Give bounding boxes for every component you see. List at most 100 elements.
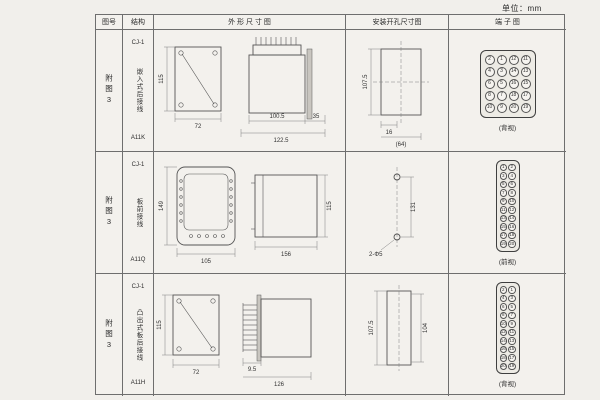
terminal-pin: 4 — [484, 66, 495, 77]
terminal-pin: 20 — [499, 362, 507, 370]
terminal-pin: 6 — [499, 303, 507, 311]
dim-height-outer: 107.5 — [369, 320, 375, 336]
terminal-pin: 1 — [496, 54, 507, 65]
terminal-pin: 15 — [499, 223, 507, 231]
terminal-view-label: (背视) — [498, 124, 517, 132]
terminal-pin: 7 — [499, 189, 507, 197]
terminal-pin: 16 — [499, 345, 507, 353]
terminal-pin: 18 — [508, 231, 516, 239]
terminal-pin: 11 — [499, 206, 507, 214]
terminal-pin: 11 — [508, 328, 516, 336]
terminal-pin: 12 — [499, 328, 507, 336]
front-view — [172, 294, 219, 356]
header-structure: 结构 — [123, 15, 154, 30]
dim-side-height: 115 — [327, 200, 333, 210]
terminal-pin: 2 — [499, 286, 507, 294]
dim-hole-pitch: 16 — [385, 130, 392, 136]
terminal-pin: 14 — [499, 337, 507, 345]
terminal-pin: 4 — [508, 172, 516, 180]
dim-front-height: 115 — [157, 320, 163, 330]
outline-svg-row3: 115 72 9.5 126 — [157, 294, 311, 388]
side-view — [248, 36, 312, 119]
terminal-pin: 9 — [499, 197, 507, 205]
terminal-pin: 2 — [508, 163, 516, 171]
terminal-pin: 6 — [508, 180, 516, 188]
terminal-pin: 3 — [499, 172, 507, 180]
structure-desc: 凸出式板后接线 — [135, 308, 142, 362]
header-fig-no: 图号 — [96, 15, 123, 30]
outline-drawing-row2: 149 105 156 115 — [154, 152, 346, 274]
header-mounting: 安装开孔尺寸图 — [346, 15, 449, 30]
dim-depth: 126 — [273, 382, 284, 388]
front-view — [176, 166, 235, 245]
dim-pin-length: 9.5 — [247, 367, 256, 373]
terminal-view-label: (前视) — [498, 258, 517, 266]
holes-label: 2-Φ5 — [369, 252, 383, 258]
terminal-pin: 20 — [508, 102, 519, 113]
terminal-pin: 9 — [508, 320, 516, 328]
dim-depth-a: 100.5 — [269, 114, 285, 120]
terminal-pin: 19 — [508, 362, 516, 370]
model-label: CJ-1 — [131, 40, 145, 46]
terminal-pin: 10 — [499, 320, 507, 328]
terminal-pin: 11 — [520, 54, 531, 65]
structure-code: A11Q — [130, 257, 146, 263]
terminal-pin: 4 — [499, 294, 507, 302]
structure-row1: CJ-1 嵌入式后接线 A11K — [123, 30, 154, 152]
dim-front-width: 72 — [194, 124, 201, 130]
outline-drawing-row1: 115 72 100.5 35 122.5 — [154, 30, 346, 152]
terminal-pin: 3 — [508, 294, 516, 302]
mounting-svg-row1: 107.5 16 (64) — [363, 40, 429, 148]
outline-drawing-row3: 115 72 9.5 126 — [154, 274, 346, 396]
unit-label: 单位：mm — [502, 4, 542, 13]
dim-overall-width: (64) — [395, 142, 406, 148]
model-label: CJ-1 — [131, 284, 145, 290]
terminal-pin: 13 — [520, 66, 531, 77]
dim-panel: 35 — [312, 114, 319, 120]
dim-cutout-height: 107.5 — [363, 73, 369, 89]
dim-depth-b: 122.5 — [273, 138, 289, 144]
dim-depth: 156 — [280, 252, 291, 258]
terminal-pin: 16 — [508, 78, 519, 89]
terminal-pin: 19 — [499, 240, 507, 248]
terminal-pin: 15 — [520, 78, 531, 89]
terminal-pin: 14 — [508, 214, 516, 222]
outline-svg-row1: 115 72 100.5 35 122.5 — [159, 36, 325, 144]
mounting-svg-row2: 131 2-Φ5 — [369, 166, 417, 258]
terminal-view-label: (背视) — [498, 381, 517, 388]
terminal-pin: 17 — [520, 90, 531, 101]
terminal-pin: 17 — [508, 354, 516, 362]
dim-hole-pitch: 131 — [411, 201, 417, 212]
terminal-pin: 7 — [496, 90, 507, 101]
terminal-pin: 8 — [484, 90, 495, 101]
terminal-pin: 16 — [508, 223, 516, 231]
terminal-pin: 17 — [499, 231, 507, 239]
terminal-pin: 6 — [484, 78, 495, 89]
terminal-pin: 9 — [496, 102, 507, 113]
terminal-pin: 12 — [508, 206, 516, 214]
dim-front-width: 72 — [192, 370, 199, 376]
terminal-pin: 5 — [496, 78, 507, 89]
terminal-pin: 10 — [508, 197, 516, 205]
spec-table: 图号 结构 外 形 尺 寸 图 安装开孔尺寸图 端 子 图 附图3 CJ-1 嵌… — [95, 14, 566, 396]
terminal-pin: 5 — [499, 180, 507, 188]
terminal-pin: 1 — [508, 286, 516, 294]
outline-svg-row2: 149 105 156 115 — [159, 166, 333, 265]
terminal-pin: 3 — [496, 66, 507, 77]
terminal-pin: 13 — [499, 214, 507, 222]
side-view — [242, 294, 311, 362]
mounting-drawing-row3: 107.5 104 — [346, 274, 449, 396]
terminal-pin: 8 — [508, 189, 516, 197]
header-outline: 外 形 尺 寸 图 — [154, 15, 346, 30]
terminal-pin: 2 — [484, 54, 495, 65]
terminal-pin: 20 — [508, 240, 516, 248]
terminal-pin: 15 — [508, 345, 516, 353]
fig-no-row1: 附图3 — [96, 30, 123, 152]
terminal-pin: 14 — [508, 66, 519, 77]
structure-code: A11K — [130, 135, 146, 141]
structure-row3: CJ-1 凸出式板后接线 A11H — [123, 274, 154, 396]
side-view — [250, 174, 317, 237]
